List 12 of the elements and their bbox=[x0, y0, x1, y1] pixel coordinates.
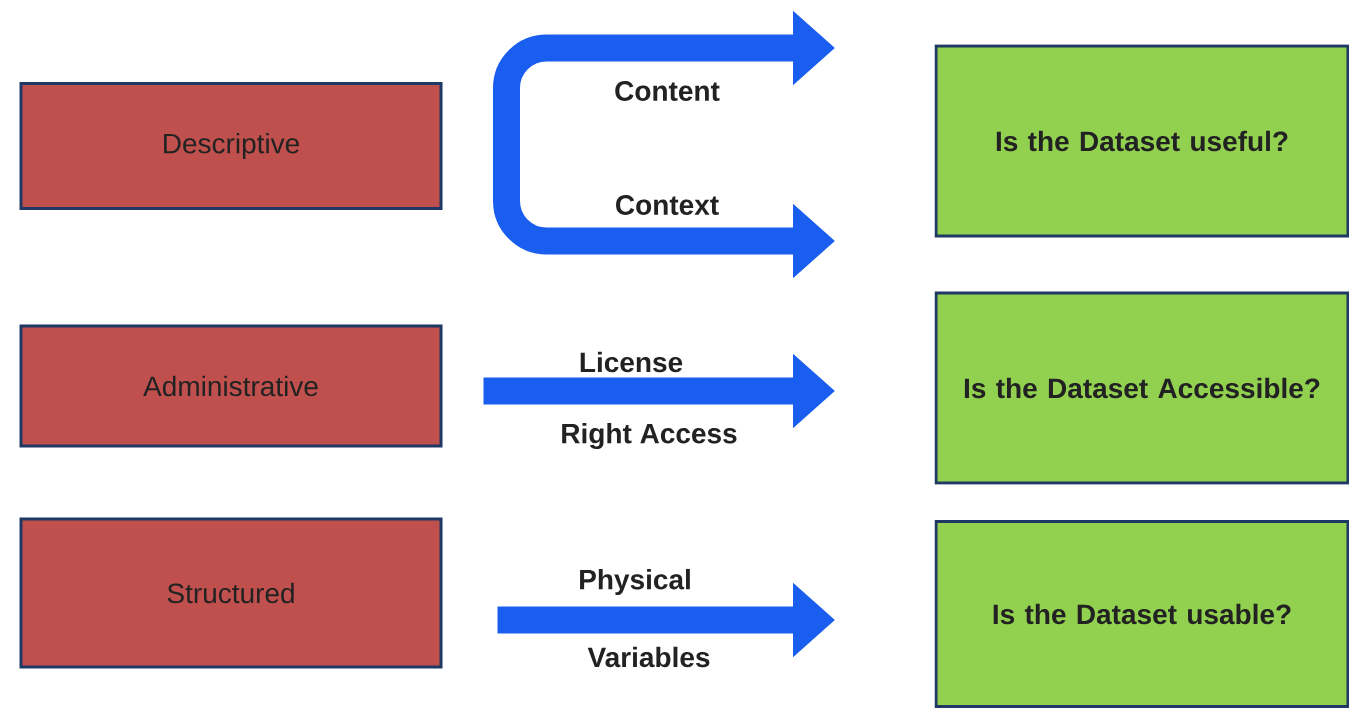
question-box: Is the Dataset Accessible? bbox=[934, 291, 1349, 485]
edge-label: Physical bbox=[580, 568, 690, 596]
edge-label: License bbox=[580, 351, 683, 373]
question-box: Is the Dataset usable? bbox=[934, 520, 1349, 708]
category-box: Administrative bbox=[19, 324, 443, 448]
question-box: Is the Dataset useful? bbox=[934, 44, 1349, 238]
edge-label: Context bbox=[616, 195, 719, 215]
edge-label: Content bbox=[615, 81, 720, 101]
arrow-label: Right Access bbox=[562, 422, 737, 450]
arrow-label: Variables bbox=[587, 646, 710, 668]
category-box: Structured bbox=[19, 517, 443, 669]
category-box: Descriptive bbox=[19, 82, 443, 210]
